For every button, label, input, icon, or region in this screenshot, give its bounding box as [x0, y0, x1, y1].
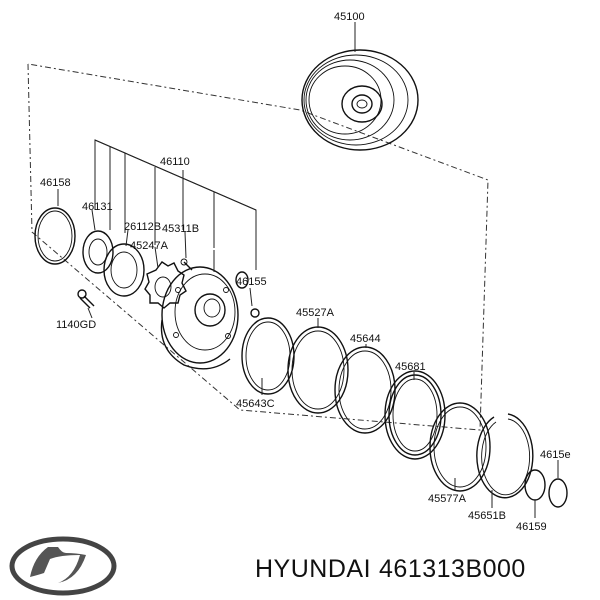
assembly-outline	[27, 63, 489, 431]
leader-bracket-46110	[94, 139, 257, 270]
inner-gear-45247A	[144, 246, 187, 309]
label-45527A: 45527A	[296, 307, 335, 319]
label-46159: 46159	[516, 521, 547, 533]
label-45100: 45100	[334, 11, 365, 23]
label-45247A: 45247A	[130, 240, 169, 252]
label-45644: 45644	[350, 333, 381, 345]
label-46155-bottom: 4615е	[540, 449, 571, 461]
label-26112B: 26112B	[124, 221, 161, 233]
ring-45681	[384, 370, 446, 460]
hyundai-logo-icon	[9, 536, 117, 596]
snap-ring-45651B	[476, 413, 534, 508]
o-rings-46159	[524, 460, 568, 518]
ring-45643C	[241, 317, 295, 395]
part-number: 461313B000	[379, 555, 526, 583]
ring-45577A	[429, 402, 491, 492]
label-46155-top: 46155	[236, 276, 267, 288]
bolt-45311B	[180, 231, 193, 271]
ring-45527A	[287, 318, 349, 414]
label-46110: 46110	[160, 156, 190, 168]
torque-converter	[301, 22, 419, 151]
o-ring-46158	[34, 207, 76, 265]
oil-pump-housing	[160, 250, 239, 370]
label-45651B: 45651B	[468, 510, 506, 522]
outer-gear-26112B	[103, 229, 145, 297]
label-1140GD: 1140GD	[56, 319, 96, 331]
label-45643C: 45643C	[236, 398, 275, 410]
label-45577A: 45577A	[428, 493, 467, 505]
brand-name: HYUNDAI	[255, 555, 372, 583]
label-45681: 45681	[395, 361, 426, 373]
seal-ring-46155-top	[235, 271, 249, 289]
ring-45644	[334, 344, 396, 434]
bolt-1140GD	[77, 289, 95, 319]
seal-46131	[82, 209, 114, 274]
label-46158: 46158	[40, 177, 71, 189]
label-45311B: 45311B	[162, 223, 199, 235]
label-46131: 46131	[82, 201, 113, 213]
